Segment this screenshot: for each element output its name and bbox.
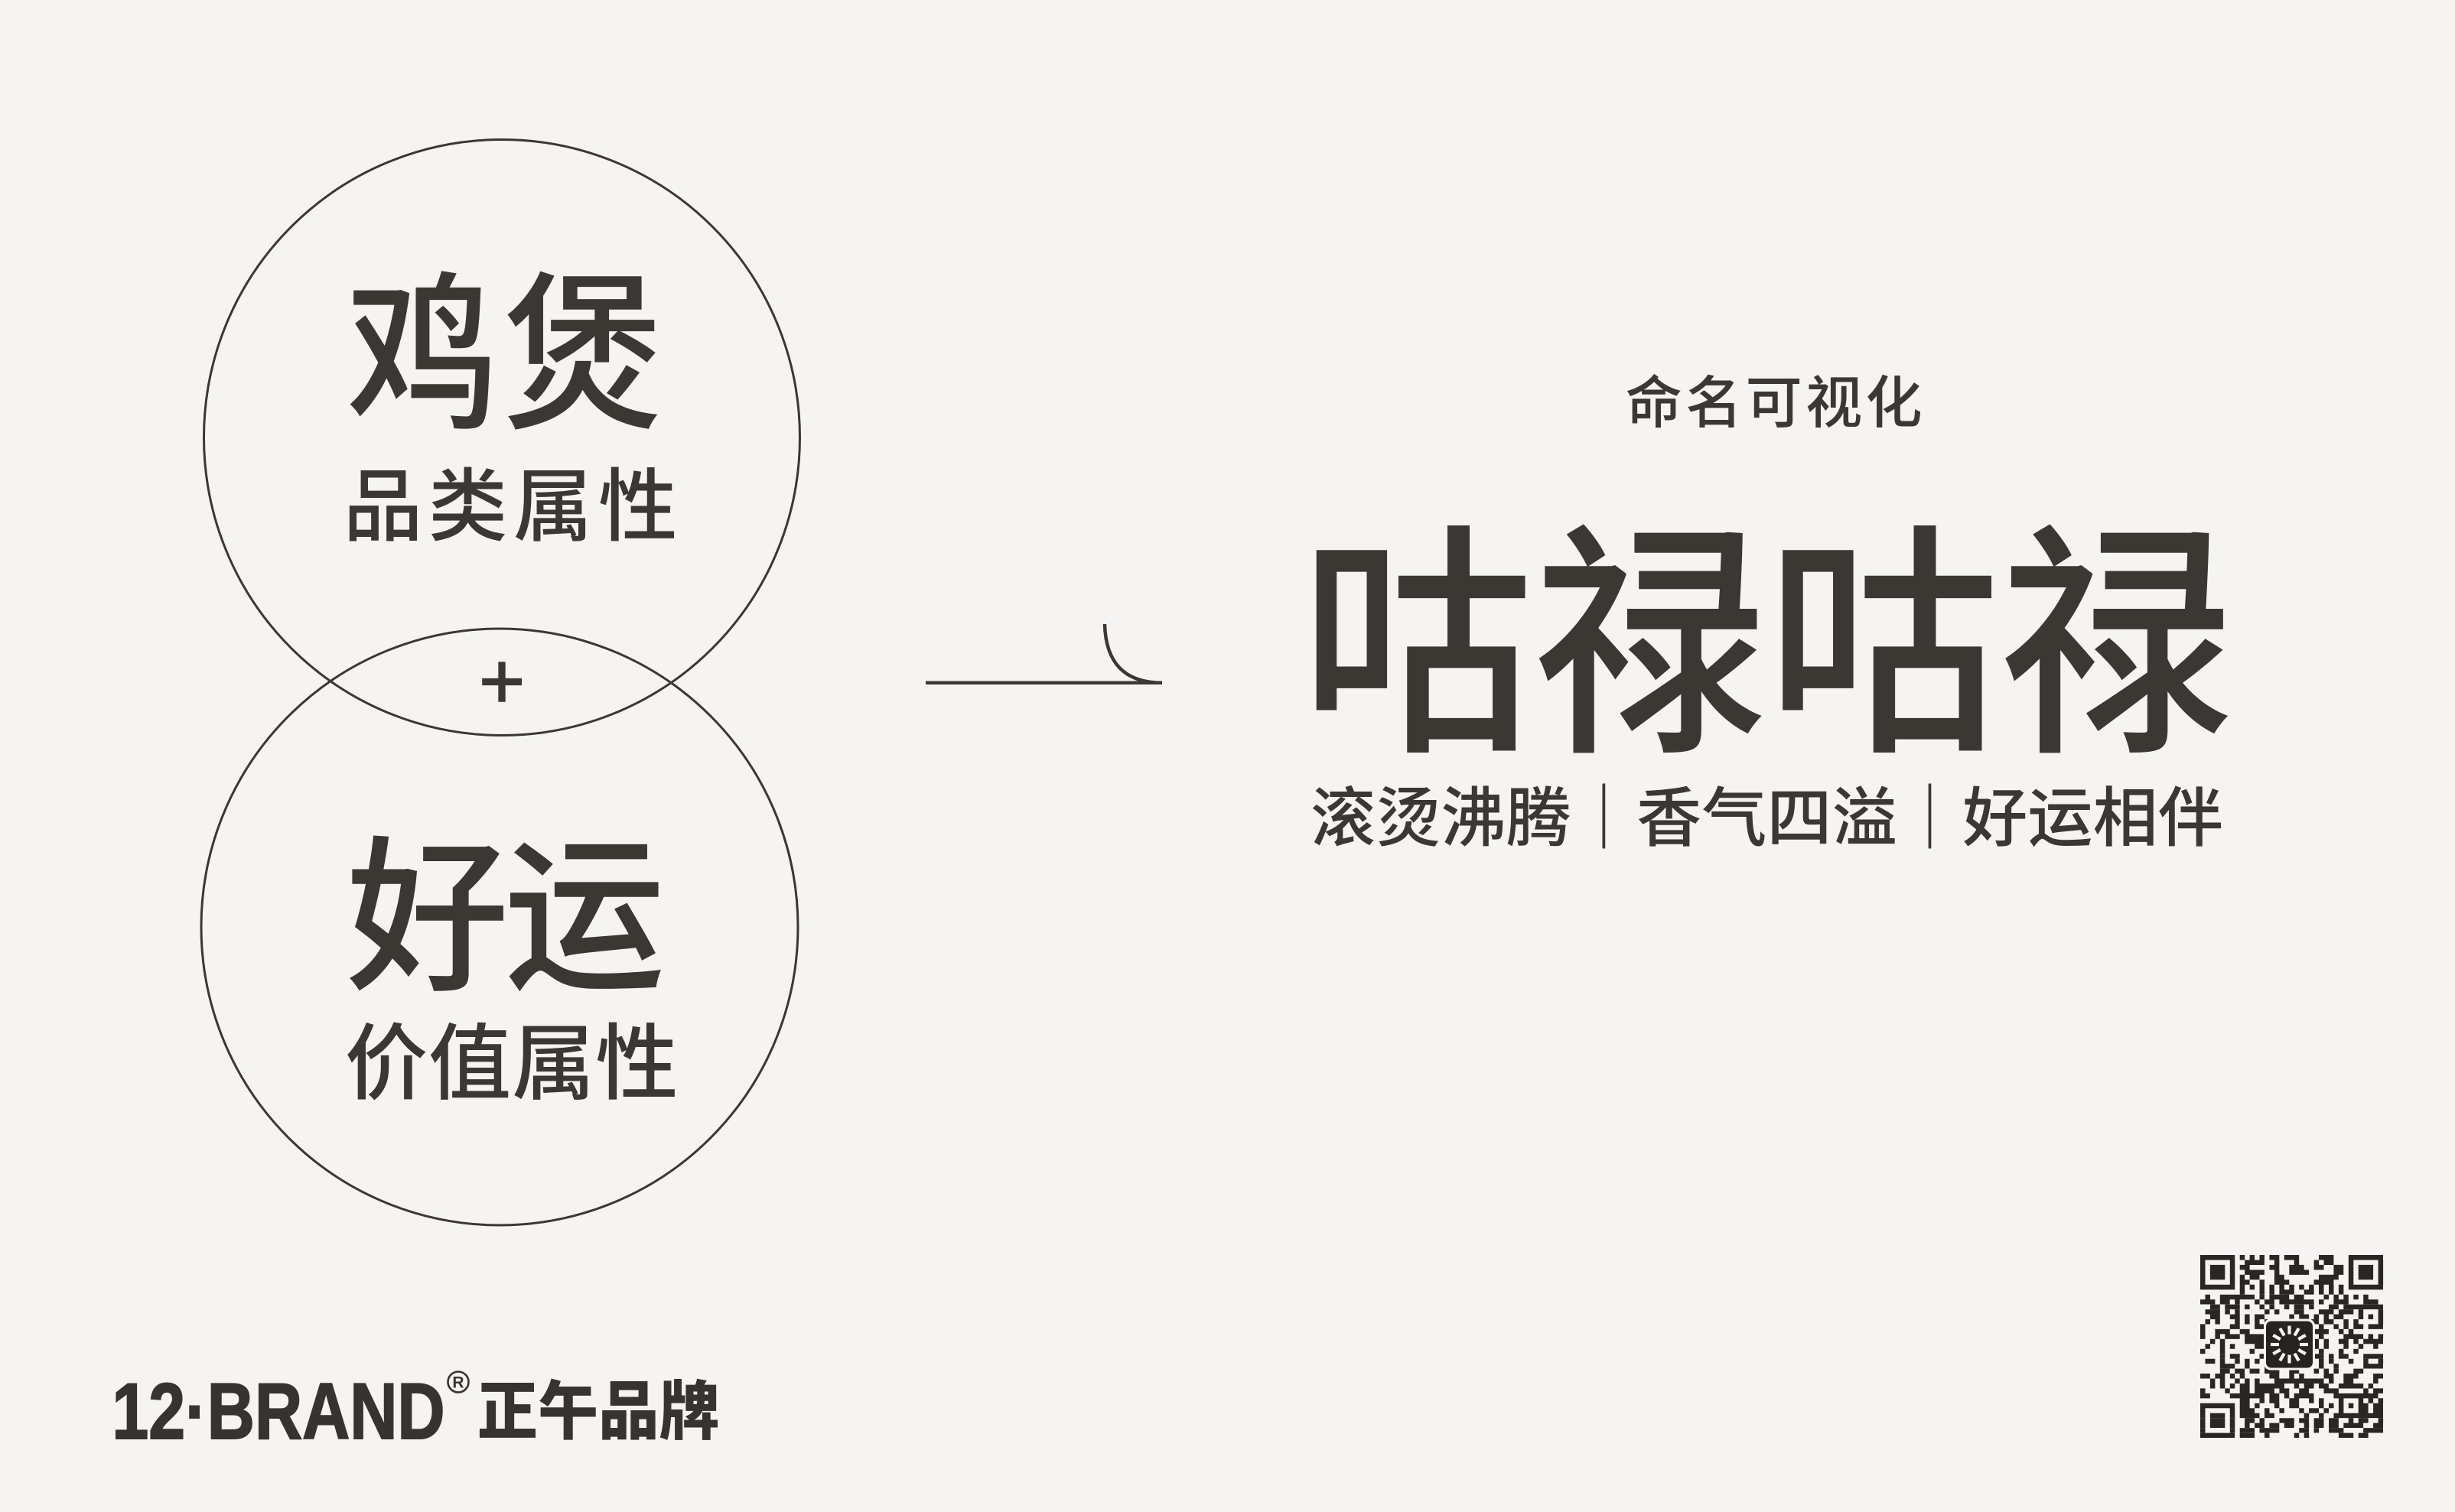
svg-text:R: R <box>452 1374 464 1392</box>
svg-text:12·BRAND: 12·BRAND <box>112 1367 444 1456</box>
svg-text:咕禄咕禄: 咕禄咕禄 <box>1301 447 2233 804</box>
svg-text:价值属性: 价值属性 <box>345 997 679 1117</box>
svg-text:命名可视化: 命名可视化 <box>1626 358 1923 440</box>
svg-text:鸡: 鸡 <box>347 218 499 465</box>
svg-text:运: 运 <box>504 782 666 1025</box>
svg-text:滚烫沸腾｜香气四溢｜好运相伴: 滚烫沸腾｜香气四溢｜好运相伴 <box>1311 766 2223 860</box>
svg-text:煲: 煲 <box>503 218 663 465</box>
svg-text:正午品牌: 正午品牌 <box>477 1360 720 1452</box>
svg-text:好: 好 <box>346 783 509 1026</box>
